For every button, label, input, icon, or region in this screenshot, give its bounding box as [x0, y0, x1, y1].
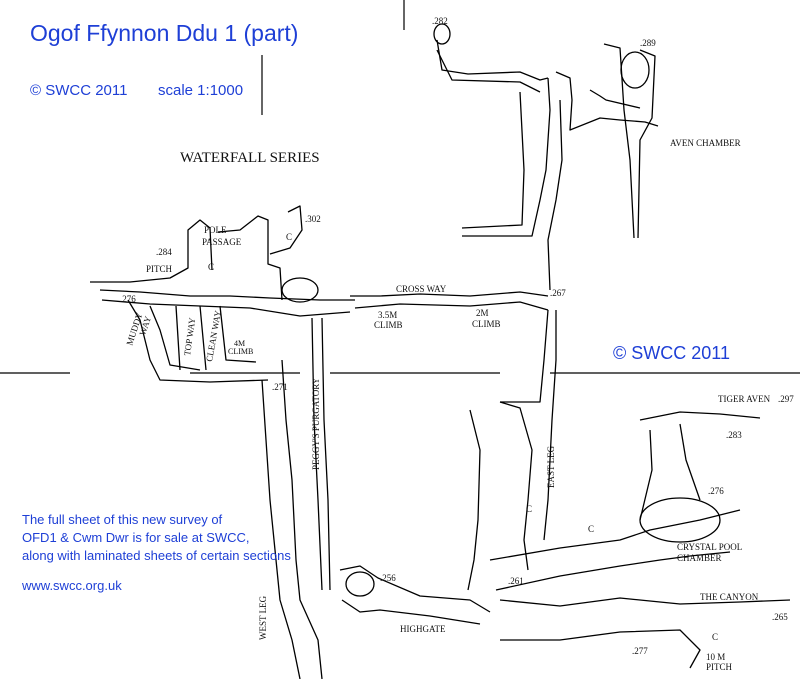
sale-line-1: The full sheet of this new survey of — [22, 512, 223, 527]
label-climb4m-a: 4M — [234, 339, 245, 348]
station-283: .283 — [726, 430, 742, 440]
station-277: .277 — [632, 646, 648, 656]
label-waterfall-series: WATERFALL SERIES — [180, 150, 320, 166]
label-pitch: PITCH — [146, 264, 173, 274]
station-256: .256 — [380, 573, 396, 583]
label-c-2: C — [286, 232, 292, 242]
label-c-1: C — [208, 262, 214, 272]
station-302: .302 — [305, 214, 321, 224]
label-climb35-a: 3.5M — [378, 310, 397, 320]
station-276b: .276 — [708, 486, 724, 496]
station-276: .276 — [120, 294, 136, 304]
label-tiger-aven: TIGER AVEN — [718, 394, 771, 404]
label-east-leg: EAST LEG — [546, 445, 556, 488]
station-261: .261 — [508, 576, 524, 586]
copyright-text: © SWCC 2011 — [30, 82, 128, 99]
station-289: .289 — [640, 38, 656, 48]
label-top-way: TOP WAY — [182, 317, 197, 357]
label-crystal-b: CHAMBER — [677, 553, 722, 563]
label-climb35-b: CLIMB — [374, 320, 403, 330]
label-climb2m-b: CLIMB — [472, 319, 501, 329]
sale-line-2: OFD1 & Cwm Dwr is for sale at SWCC, — [22, 530, 250, 545]
station-282: .282 — [432, 16, 448, 26]
copyright-watermark: © SWCC 2011 — [613, 343, 730, 363]
scale-text: scale 1:1000 — [158, 82, 244, 99]
station-265: .265 — [772, 612, 788, 622]
label-climb2m-a: 2M — [476, 308, 489, 318]
label-pitch10-a: 10 M — [706, 652, 725, 662]
survey-stations: .282 .289 .302 .284 .276 .267 .271 .297 … — [120, 16, 794, 656]
label-pitch10-b: PITCH — [706, 662, 733, 672]
website-link[interactable]: www.swcc.org.uk — [22, 578, 122, 593]
map-labels: WATERFALL SERIES POLE PASSAGE PITCH C C … — [124, 138, 770, 672]
label-clean-way: CLEAN WAY — [204, 309, 223, 362]
label-the-canyon: THE CANYON — [700, 592, 759, 602]
page-title: Ogof Ffynnon Ddu 1 (part) — [30, 20, 299, 46]
label-aven-chamber: AVEN CHAMBER — [670, 138, 741, 148]
station-284: .284 — [156, 247, 172, 257]
label-peggys-purgatory: PEGGY'S PURGATORY — [311, 377, 321, 470]
label-climb4m-b: CLIMB — [228, 347, 253, 356]
passages — [90, 23, 791, 679]
sheet-grid — [0, 0, 800, 374]
station-297: .297 — [778, 394, 794, 404]
label-c-4: C — [588, 524, 594, 534]
label-highgate: HIGHGATE — [400, 624, 446, 634]
label-c-3: C — [712, 632, 718, 642]
label-pole: POLE — [204, 225, 227, 235]
sale-info: The full sheet of this new survey of OFD… — [22, 511, 342, 565]
station-271: .271 — [272, 382, 288, 392]
label-passage: PASSAGE — [202, 237, 242, 247]
sale-line-3: along with laminated sheets of certain s… — [22, 548, 291, 563]
label-west-leg: WEST LEG — [258, 595, 268, 640]
label-cross-way: CROSS WAY — [396, 284, 447, 294]
label-crystal-a: CRYSTAL POOL — [677, 542, 742, 552]
label-c-5: C — [526, 504, 532, 514]
station-267: .267 — [550, 288, 566, 298]
